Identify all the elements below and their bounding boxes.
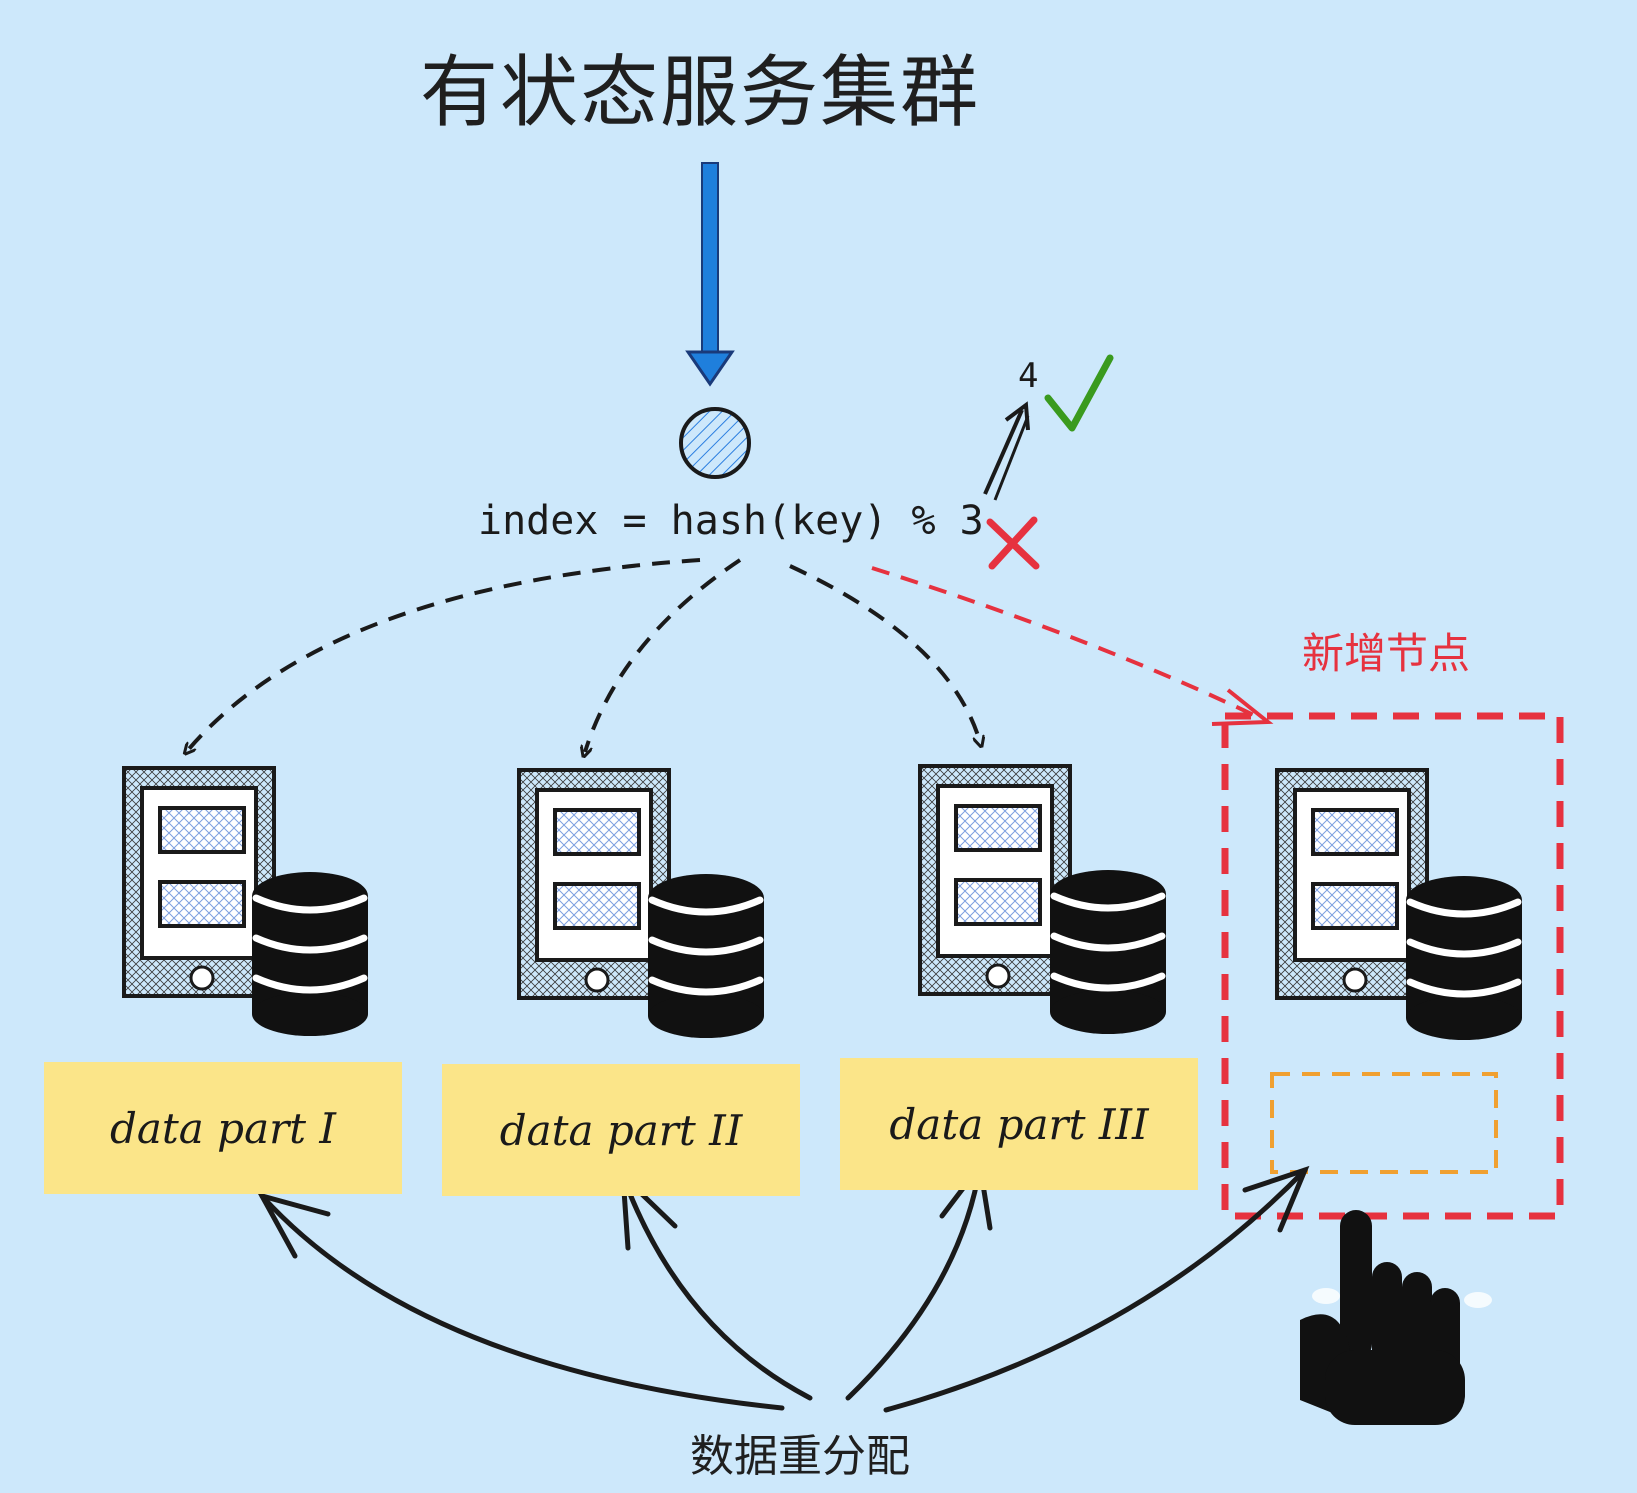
redistribute-arrow-2	[620, 1173, 813, 1401]
down-arrow-icon	[685, 162, 735, 387]
redistribution-arrows	[256, 1159, 1310, 1413]
new-modulus-value: 4	[1018, 356, 1039, 396]
redistribute-arrow-4	[883, 1167, 1308, 1413]
redistribution-label: 数据重分配	[690, 1431, 910, 1482]
server-node-new	[1275, 768, 1522, 1040]
redistribute-arrow-1-head	[256, 1192, 331, 1259]
data-part-label: data part I	[109, 1103, 337, 1153]
route-arrow-new-head	[1211, 688, 1274, 726]
data-part-card-3: data part III	[840, 1058, 1198, 1190]
server-icon	[517, 768, 671, 1000]
page-title: 有状态服务集群	[420, 48, 981, 138]
data-part-card-2: data part II	[442, 1064, 800, 1196]
data-part-label: data part III	[889, 1099, 1149, 1149]
data-part-card-1: data part I	[44, 1062, 402, 1194]
redistribute-arrow-3	[845, 1163, 983, 1401]
cross-mark-icon	[986, 516, 1040, 570]
database-icon	[1406, 876, 1522, 1040]
server-node-2	[517, 768, 764, 1038]
router-circle-icon	[679, 407, 751, 479]
redistribute-arrow-4-head	[1242, 1165, 1310, 1233]
route-arrow-new	[871, 566, 1269, 724]
route-arrow-3	[789, 564, 980, 742]
route-arrows	[188, 558, 980, 752]
new-node-label: 新增节点	[1302, 629, 1471, 678]
server-icon	[122, 766, 276, 998]
database-icon	[648, 874, 764, 1038]
database-icon	[252, 872, 368, 1036]
new-node-empty-part	[1270, 1072, 1498, 1174]
arrow-to-new-modulus	[983, 401, 1030, 501]
server-node-1	[122, 766, 368, 1036]
database-icon	[1050, 870, 1166, 1034]
route-arrow-2	[585, 558, 742, 752]
hash-formula: index = hash(key) % 3	[478, 498, 984, 544]
server-node-3	[918, 764, 1166, 1034]
redistribute-arrow-1	[259, 1193, 785, 1411]
server-icon	[1275, 768, 1429, 1000]
route-arrow-1	[188, 558, 701, 750]
server-icon	[918, 764, 1072, 996]
check-mark-icon	[1044, 354, 1114, 432]
data-part-label: data part II	[499, 1105, 743, 1155]
pointing-hand-icon	[1300, 1210, 1492, 1425]
